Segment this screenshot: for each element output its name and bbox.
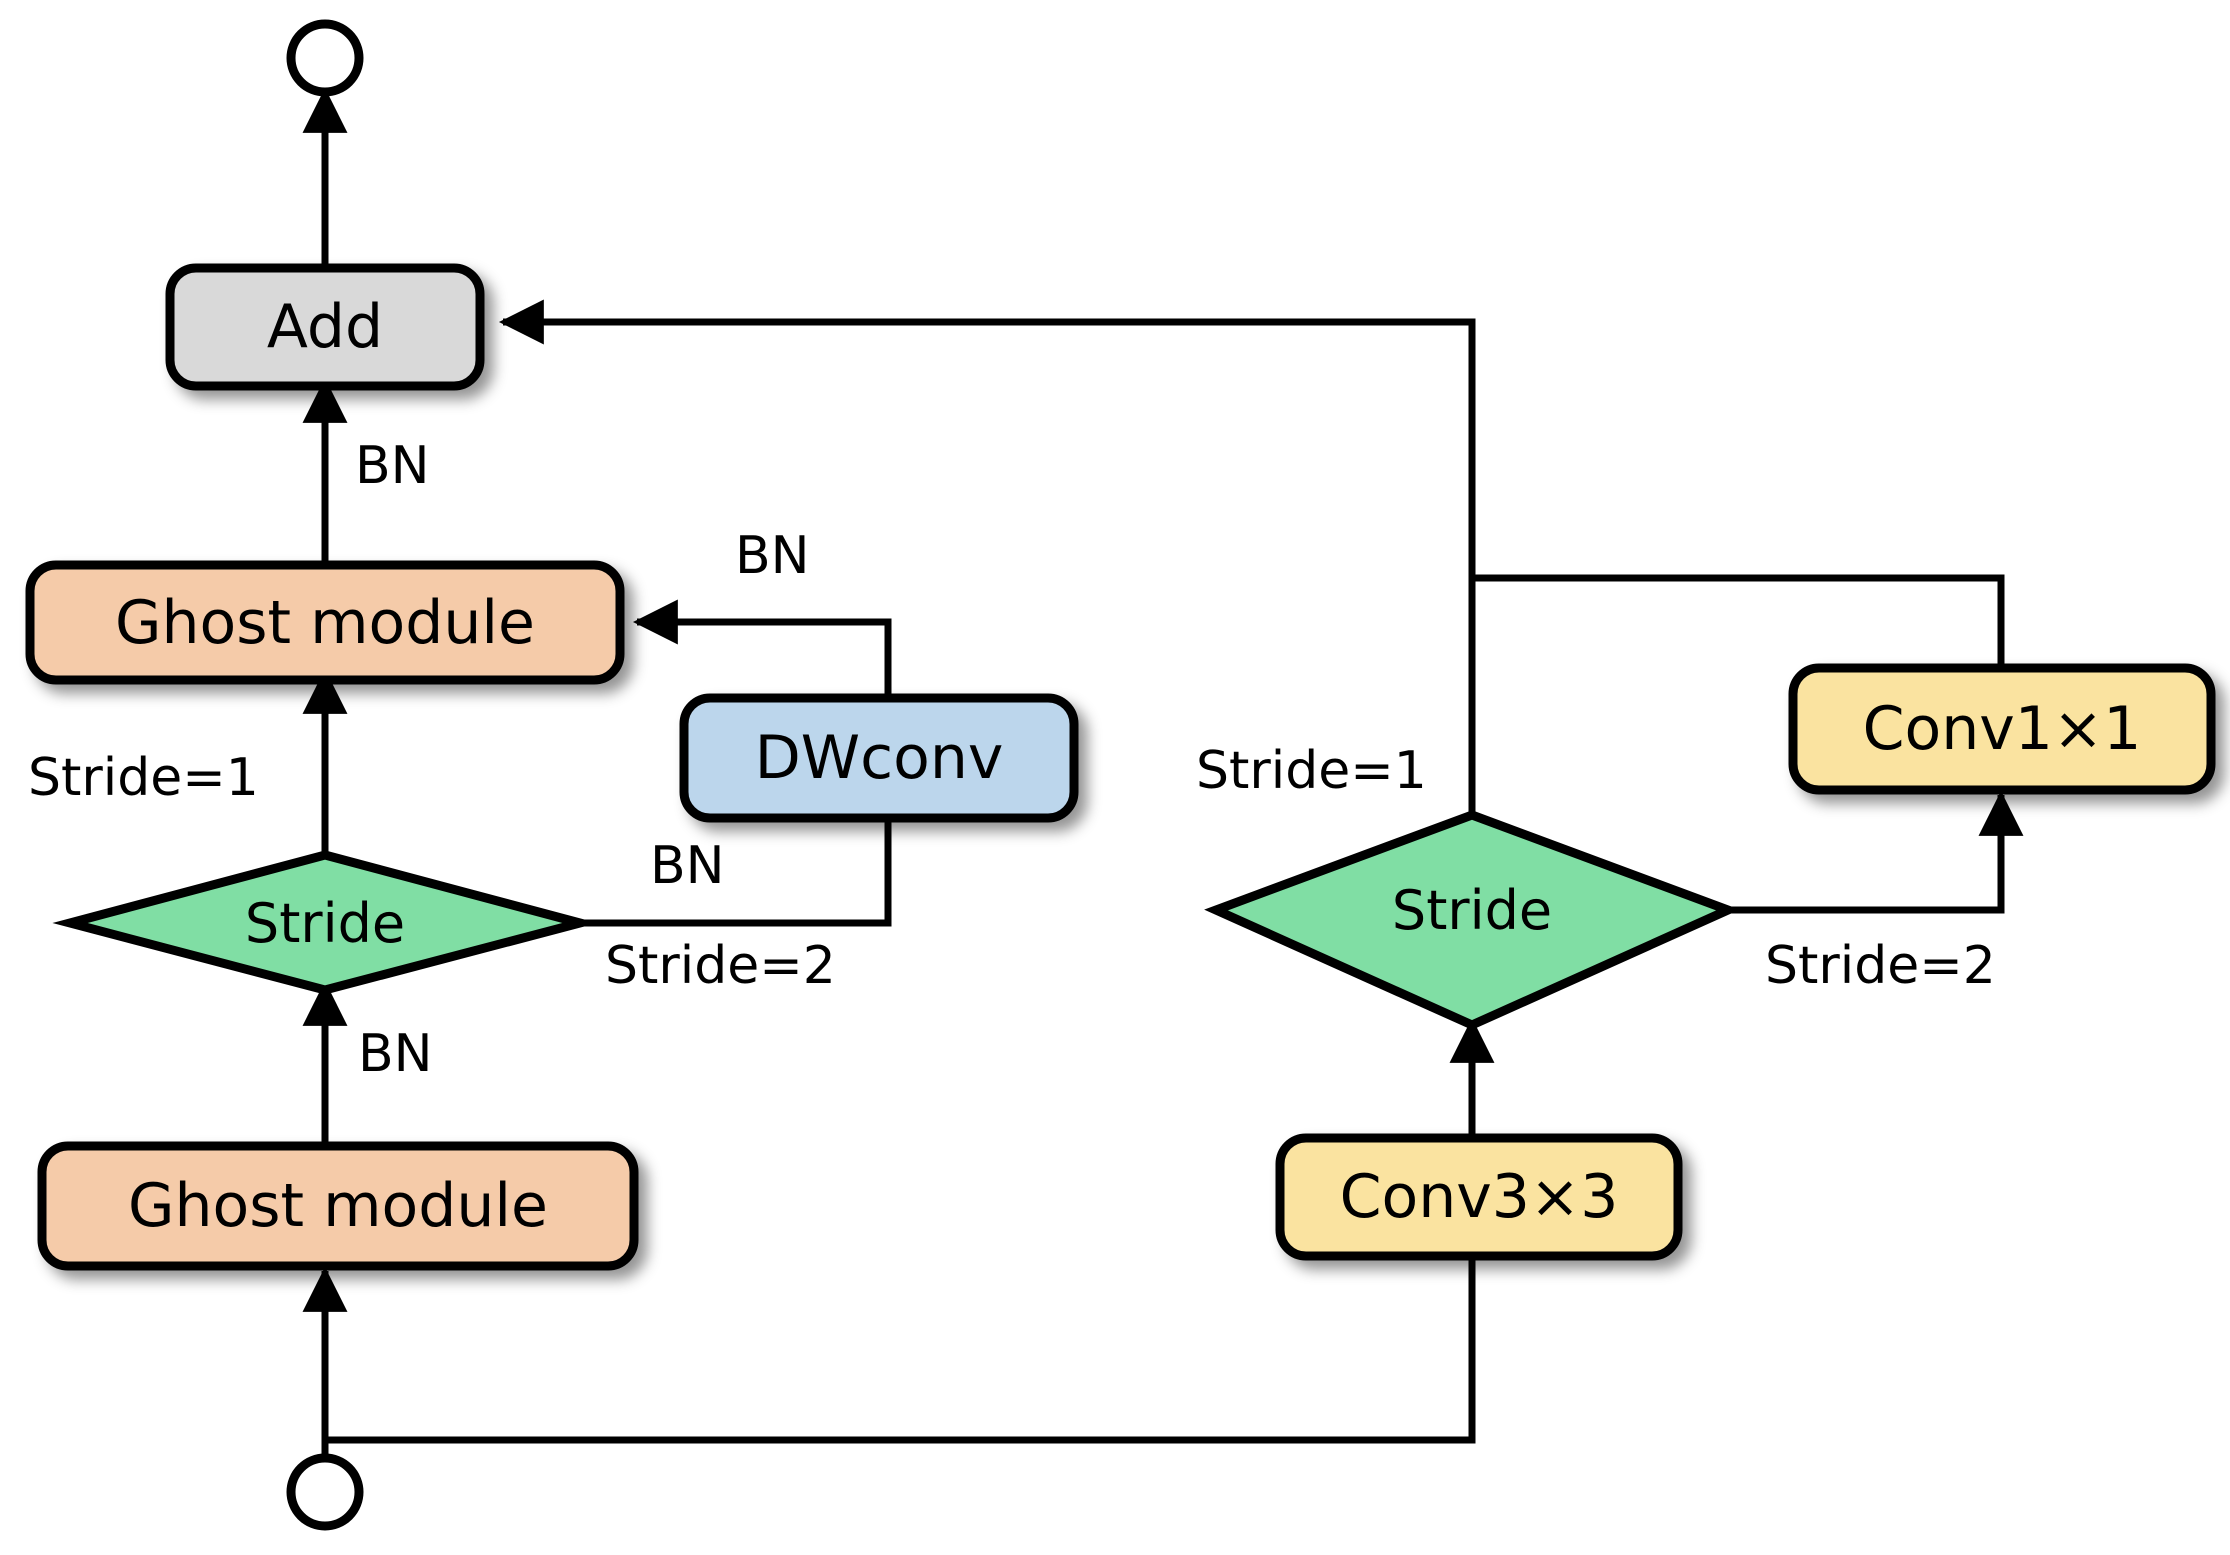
edge-label-bn-add: BN bbox=[355, 436, 430, 496]
edge-input-to-conv3x3 bbox=[325, 1253, 1476, 1444]
edge-conv1x1-to-add bbox=[1472, 574, 2005, 670]
conv3x3-node[interactable] bbox=[1275, 1133, 1683, 1261]
ghost-module-bottom-node[interactable] bbox=[37, 1141, 639, 1271]
stride-right-node[interactable] bbox=[1204, 810, 1740, 1030]
edge-strideright-to-conv1x1 bbox=[1728, 790, 2024, 914]
edge-label-stride-eq-2-left: Stride=2 bbox=[605, 936, 836, 996]
edge-label-bn-strideleft-to-dwconv: BN bbox=[650, 836, 725, 896]
edge-label-stride-eq-1-right: Stride=1 bbox=[1196, 741, 1427, 801]
ghost-module-top-node[interactable] bbox=[25, 560, 625, 685]
input-terminator-node bbox=[286, 1453, 364, 1531]
edge-dwconv-to-ghosttop bbox=[632, 599, 892, 700]
edge-strideright-to-add bbox=[498, 299, 1476, 818]
add-node[interactable] bbox=[165, 263, 485, 391]
edge-label-bn-dwconv-to-ghosttop: BN bbox=[735, 526, 810, 586]
dwconv-node[interactable] bbox=[679, 693, 1079, 823]
edge-label-stride-eq-1-left: Stride=1 bbox=[28, 748, 259, 808]
conv1x1-node[interactable] bbox=[1788, 663, 2216, 795]
output-terminator-node bbox=[286, 19, 364, 97]
stride-left-node[interactable] bbox=[52, 850, 598, 995]
edge-label-bn-ghostbottom-to-strideleft: BN bbox=[358, 1024, 433, 1084]
edge-label-stride-eq-2-right: Stride=2 bbox=[1765, 936, 1996, 996]
